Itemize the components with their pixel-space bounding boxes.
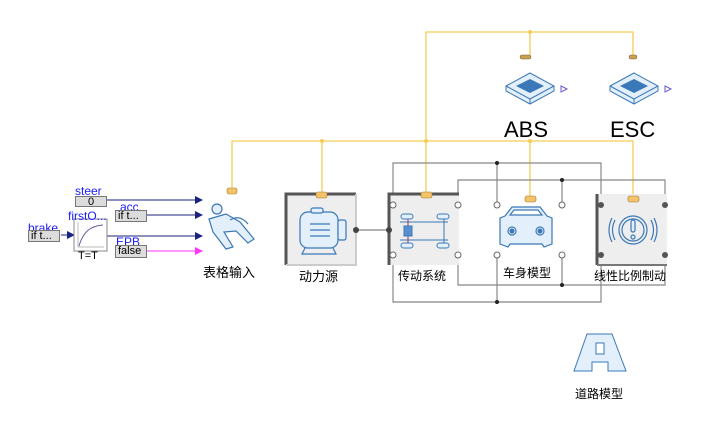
output-port-icon[interactable]	[664, 85, 673, 93]
first-order-label: firstO...	[68, 209, 107, 223]
flange-port[interactable]	[558, 251, 566, 259]
brake-value[interactable]: if t...	[28, 230, 60, 242]
bus-connections	[231, 31, 634, 196]
flange-port[interactable]	[598, 202, 604, 208]
mech-junction	[560, 178, 564, 182]
mech-junction	[560, 283, 564, 287]
chassis-icon	[400, 213, 450, 249]
bus-junction	[424, 139, 428, 143]
output-port-icon[interactable]	[560, 85, 569, 93]
first-order-block[interactable]	[73, 218, 108, 252]
road-block[interactable]	[573, 333, 627, 372]
flange-port[interactable]	[662, 252, 668, 258]
abs-label: ABS	[504, 117, 549, 142]
power-source-block[interactable]	[284, 191, 359, 266]
bus-junction	[320, 139, 324, 143]
bus-junction	[528, 139, 532, 143]
motor-icon	[299, 207, 347, 255]
bus-junction	[528, 30, 532, 34]
flange-port[interactable]	[598, 252, 604, 258]
shaft-port[interactable]	[386, 227, 392, 233]
esc-label: ESC	[610, 117, 656, 142]
first-order-param: T=T	[78, 250, 98, 262]
flange-port[interactable]	[662, 202, 668, 208]
linear-brake-label: 线性比例制动	[594, 269, 667, 283]
mech-junction	[495, 161, 499, 165]
road-icon	[573, 333, 627, 372]
flange-port[interactable]	[558, 201, 566, 209]
brake-warning-icon	[608, 215, 658, 245]
mech-junction	[495, 300, 499, 304]
flange-port[interactable]	[454, 201, 462, 209]
table-input-label: 表格输入	[203, 266, 256, 281]
steer-label: steer	[75, 184, 102, 198]
vehicle-body-label: 车身模型	[503, 266, 552, 280]
bus-connector-icon	[226, 187, 238, 195]
flange-port[interactable]	[389, 201, 397, 209]
drivetrain-label: 传动系统	[398, 269, 447, 283]
flange-port[interactable]	[493, 251, 501, 259]
steer-value[interactable]: 0	[75, 196, 107, 208]
shaft-port[interactable]	[353, 227, 359, 233]
signal-connections	[61, 196, 203, 255]
chip-icon	[505, 72, 555, 105]
driver-icon[interactable]	[208, 203, 255, 250]
drivetrain-block[interactable]	[386, 191, 462, 265]
acc-value[interactable]: if t...	[115, 210, 147, 222]
flange-port[interactable]	[389, 251, 397, 259]
linear-brake-block[interactable]	[595, 194, 668, 266]
flange-port[interactable]	[454, 251, 462, 259]
vehicle-body-block[interactable]	[493, 195, 566, 259]
power-source-label: 动力源	[299, 270, 339, 285]
flange-port[interactable]	[493, 201, 501, 209]
car-icon	[499, 206, 553, 248]
bus-line-main	[231, 140, 634, 194]
esc-block[interactable]	[609, 54, 673, 105]
abs-block[interactable]	[505, 54, 569, 105]
road-label: 道路模型	[575, 387, 624, 401]
epb-value[interactable]: false	[115, 245, 147, 258]
chip-icon	[609, 72, 659, 105]
